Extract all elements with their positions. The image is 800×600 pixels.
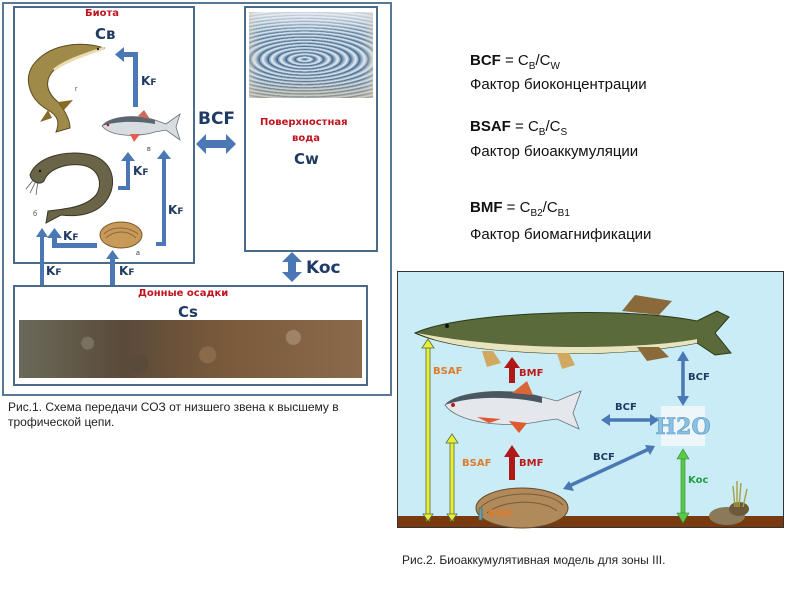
koc-label-figure2: Koc bbox=[688, 475, 709, 486]
figure2-ground bbox=[398, 516, 783, 527]
figure1-caption: Рис.1. Схема передачи СОЗ от низшего зве… bbox=[8, 400, 339, 429]
figure2-drawing: H2O bbox=[413, 295, 749, 529]
biota-title: Биота bbox=[85, 8, 120, 19]
h2o-label: H2O bbox=[655, 414, 710, 440]
bcf-arrow-mussel bbox=[568, 447, 650, 488]
bcf-double-arrow bbox=[196, 134, 236, 154]
formula-bmf-desc: Фактор биомагнификации bbox=[470, 226, 652, 243]
kf-label-catfish-roach: KF bbox=[133, 164, 149, 178]
koc-arrow-figure2 bbox=[680, 456, 686, 516]
sediment-image bbox=[19, 320, 362, 378]
sediment-title: Донные осадки bbox=[138, 288, 229, 299]
formula-bsaf-abbr: BSAF bbox=[470, 118, 511, 135]
bcf-label-roach: BCF bbox=[615, 402, 637, 413]
formula-bsaf: BSAF = CB/CS bbox=[470, 118, 568, 138]
bsaf-label-short: BSAF bbox=[488, 509, 515, 519]
catfish-letter: б bbox=[33, 211, 38, 218]
pike-image bbox=[28, 43, 106, 133]
bmf-label-top: BMF bbox=[519, 368, 544, 379]
catfish-image bbox=[25, 152, 114, 224]
roach-image bbox=[101, 110, 181, 142]
bcf-label: BCF bbox=[198, 109, 236, 129]
pike-figure2-image bbox=[413, 295, 732, 369]
formula-bsaf-desc: Фактор биоаккумуляции bbox=[470, 143, 639, 160]
kf-label-sediment-catfish: KF bbox=[46, 264, 62, 278]
bmf-arrow-bottom bbox=[509, 456, 515, 480]
figure2-caption: Рис.2. Биоаккумулятивная модель для зоны… bbox=[402, 553, 666, 567]
kf-label-mussel-catfish: KF bbox=[63, 229, 79, 243]
roach-figure2-image bbox=[444, 381, 582, 433]
bcf-label-pike: BCF bbox=[688, 372, 710, 383]
kf-label-roach-pike: KF bbox=[141, 74, 157, 88]
kf-arrow-sediment-mussel bbox=[110, 258, 115, 286]
water-box bbox=[244, 6, 378, 252]
roach-letter: в bbox=[147, 146, 151, 153]
figure1-arrows bbox=[36, 47, 302, 286]
sediment-concentration: Cs bbox=[178, 303, 198, 321]
figure1-outer-frame bbox=[2, 2, 392, 396]
kf-arrow-roach-pike bbox=[133, 52, 138, 107]
kf-label-mussel-roach: KF bbox=[168, 203, 184, 217]
bcf-label-mussel: BCF bbox=[593, 452, 615, 463]
koc-label: Koc bbox=[306, 258, 341, 278]
kf-label-sediment-mussel: KF bbox=[119, 264, 135, 278]
pike-letter: г bbox=[75, 86, 78, 93]
kf-arrow-catfish-roach bbox=[126, 160, 130, 190]
formula-bcf-abbr: BCF bbox=[470, 52, 501, 69]
mussel-letter: а bbox=[136, 250, 140, 257]
bsaf-arrow-long bbox=[425, 345, 431, 522]
bsaf-arrow-mid bbox=[449, 440, 455, 522]
koc-double-arrow bbox=[282, 252, 302, 282]
water-title-line2: вода bbox=[292, 133, 321, 144]
water-title-line1: Поверхностная bbox=[260, 117, 348, 128]
formula-bmf-abbr: BMF bbox=[470, 199, 503, 216]
water-ripple-image bbox=[249, 12, 373, 98]
bmf-arrow-top bbox=[509, 367, 515, 383]
kf-arrow-sediment-catfish bbox=[40, 236, 44, 286]
bsaf-arrow-short bbox=[478, 507, 483, 521]
mussel-image bbox=[99, 221, 143, 249]
rocks-plant-image bbox=[709, 481, 749, 525]
biota-box bbox=[13, 6, 195, 264]
water-concentration: Cw bbox=[294, 150, 319, 168]
bsaf-label-long: BSAF bbox=[433, 366, 463, 377]
sediment-box bbox=[13, 285, 368, 386]
formula-bcf: BCF = CB/CW bbox=[470, 52, 560, 72]
bsaf-label-mid: BSAF bbox=[462, 458, 492, 469]
mussel-figure2-image bbox=[475, 487, 569, 529]
kf-arrow-mussel-roach bbox=[162, 158, 166, 246]
biota-concentration: Cв bbox=[95, 25, 116, 43]
h2o-image bbox=[661, 406, 705, 446]
formula-bcf-desc: Фактор биоконцентрации bbox=[470, 76, 647, 93]
bmf-label-bottom: BMF bbox=[519, 458, 544, 469]
formula-bmf: BMF = CB2/CB1 bbox=[470, 199, 570, 219]
